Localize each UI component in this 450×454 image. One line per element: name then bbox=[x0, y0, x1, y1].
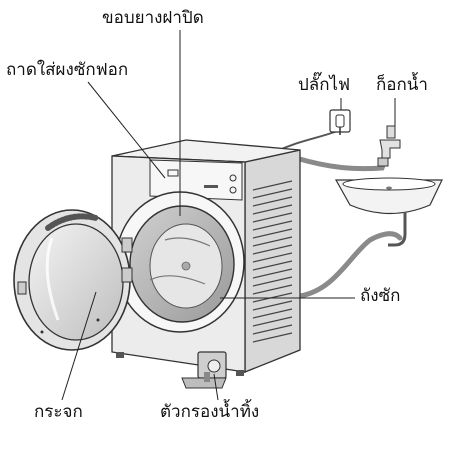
label-detergent-tray: ถาดใส่ผงซักฟอก bbox=[6, 60, 129, 80]
drain-hose bbox=[297, 231, 403, 299]
door bbox=[13, 209, 133, 351]
leader-detergent-tray bbox=[87, 81, 166, 179]
label-door-seal: ขอบยางฝาปิด bbox=[102, 8, 204, 28]
label-drain-filter: ตัวกรองน้ำทิ้ง bbox=[160, 402, 260, 422]
drum bbox=[115, 191, 245, 333]
label-power-plug: ปลั๊กไฟ bbox=[298, 75, 351, 95]
label-water-tap: ก็อกน้ำ bbox=[376, 75, 428, 95]
leader-lines bbox=[61, 30, 396, 401]
label-glass: กระจก bbox=[34, 402, 83, 422]
water-supply-hose bbox=[293, 155, 388, 172]
water-tap bbox=[377, 125, 401, 167]
sink bbox=[334, 177, 443, 247]
leader-drain-filter bbox=[213, 373, 219, 401]
label-drum: ถังซัก bbox=[360, 286, 401, 306]
power-outlet bbox=[329, 109, 351, 135]
leader-glass bbox=[61, 291, 97, 401]
